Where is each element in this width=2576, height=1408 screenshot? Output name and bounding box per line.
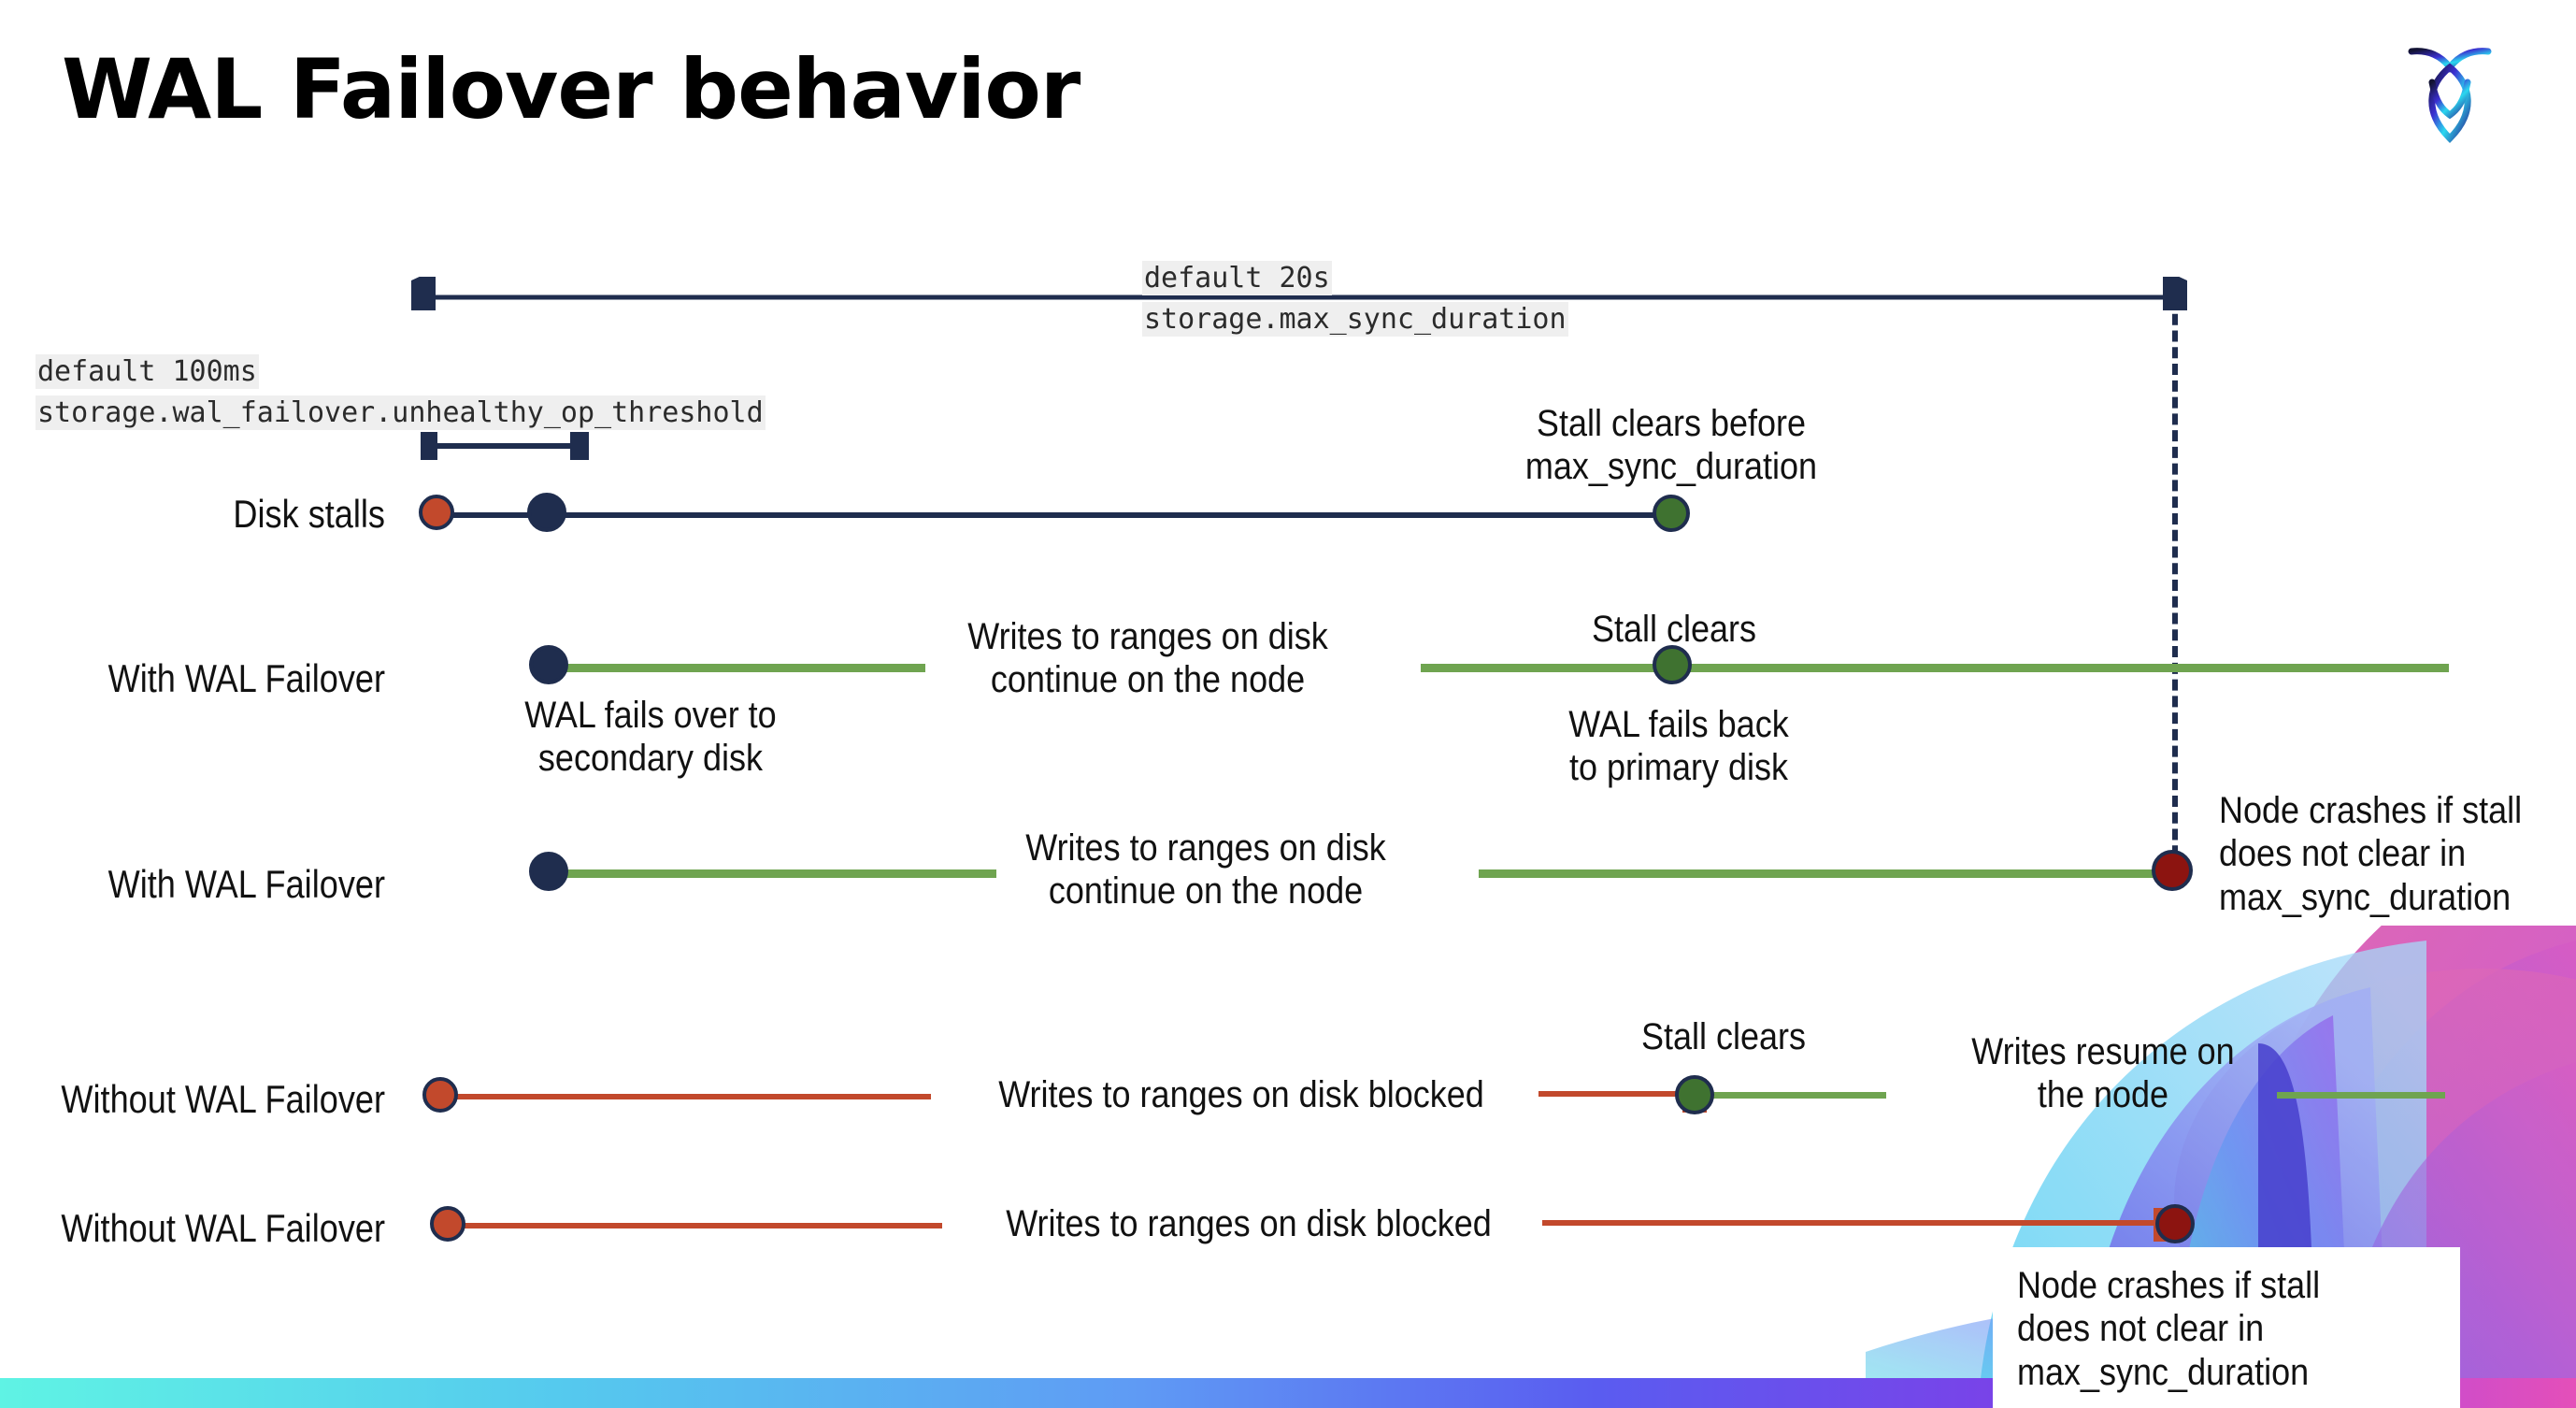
without-failover-1-resume-b — [2277, 1092, 2445, 1099]
row-label-disk-stalls: Disk stalls — [233, 492, 385, 536]
with-failover-1-segment-b — [1421, 664, 2449, 672]
unhealthy-op-threshold-annotation: default 100ms storage.wal_failover.unhea… — [36, 352, 766, 434]
max-sync-duration-span-arrow — [411, 277, 2187, 310]
max-sync-duration-dropline — [2172, 297, 2178, 873]
unhealthy-op-setting-label: storage.wal_failover.unhealthy_op_thresh… — [36, 395, 766, 430]
with-failover-2-segment-b — [1479, 869, 2170, 878]
row-label-without-wal-failover-2: Without WAL Failover — [61, 1206, 386, 1250]
without-failover-stall-start-dot-2 — [430, 1206, 465, 1242]
wal-failover-trigger-dot — [527, 493, 566, 532]
max-sync-duration-annotation: default 20s storage.max_sync_duration — [1142, 258, 1568, 340]
callout-backdrop-node-crashes-1 — [2206, 785, 2576, 926]
with-failover-1-segment-a — [548, 664, 925, 672]
cockroachdb-logo-icon — [2380, 26, 2520, 150]
callout-writes-resume: Writes resume on the node — [1971, 1031, 2235, 1116]
without-failover-1-blocked-a — [439, 1094, 931, 1099]
without-failover-2-blocked-a — [449, 1223, 942, 1228]
disk-stall-clear-dot — [1653, 495, 1690, 532]
unhealthy-op-threshold-span-arrow — [421, 432, 589, 460]
without-failover-stall-start-dot-1 — [422, 1077, 458, 1113]
callout-node-crashes-2: Node crashes if stall does not clear in … — [2017, 1265, 2321, 1393]
callout-stall-clears-before: Stall clears before max_sync_duration — [1524, 403, 1818, 488]
callout-writes-continue-2: Writes to ranges on disk continue on the… — [1025, 827, 1386, 912]
callout-wal-fails-back: WAL fails back to primary disk — [1568, 704, 1789, 789]
wal-failover-start-dot-1 — [529, 645, 568, 684]
node-crash-dot-2 — [2155, 1204, 2195, 1243]
disk-stall-start-dot — [419, 495, 454, 530]
callout-writes-blocked-1: Writes to ranges on disk blocked — [998, 1074, 1484, 1115]
callout-stall-clears-2: Stall clears — [1640, 1016, 1807, 1057]
without-failover-1-resume-a — [1712, 1092, 1886, 1099]
callout-wal-fails-over: WAL fails over to secondary disk — [524, 695, 777, 780]
row-label-with-wal-failover-2: With WAL Failover — [107, 862, 385, 906]
node-crash-dot-1 — [2152, 850, 2193, 891]
wal-failback-dot — [1653, 645, 1692, 684]
page-title: WAL Failover behavior — [62, 41, 1080, 137]
max-sync-setting-label: storage.max_sync_duration — [1142, 301, 1568, 337]
row-label-with-wal-failover-1: With WAL Failover — [107, 656, 385, 700]
without-failover-2-blocked-arrow — [1542, 1208, 2178, 1242]
callout-node-crashes-1: Node crashes if stall does not clear in … — [2219, 790, 2523, 918]
with-failover-2-segment-a — [548, 869, 996, 878]
without-failover-1-blocked-arrow — [1538, 1079, 1707, 1113]
max-sync-default-label: default 20s — [1142, 261, 1332, 295]
callout-backdrop-node-crashes-2 — [1993, 1247, 2460, 1408]
callout-writes-continue-1: Writes to ranges on disk continue on the… — [967, 616, 1328, 701]
disk-stalls-timeline — [439, 512, 1673, 518]
unhealthy-op-default-label: default 100ms — [36, 354, 259, 389]
row-label-without-wal-failover-1: Without WAL Failover — [61, 1077, 386, 1121]
callout-stall-clears-1: Stall clears — [1591, 609, 1757, 650]
callout-writes-blocked-2: Writes to ranges on disk blocked — [1006, 1203, 1492, 1244]
wal-failover-start-dot-2 — [529, 852, 568, 891]
without-failover-stall-clear-dot — [1675, 1075, 1714, 1114]
